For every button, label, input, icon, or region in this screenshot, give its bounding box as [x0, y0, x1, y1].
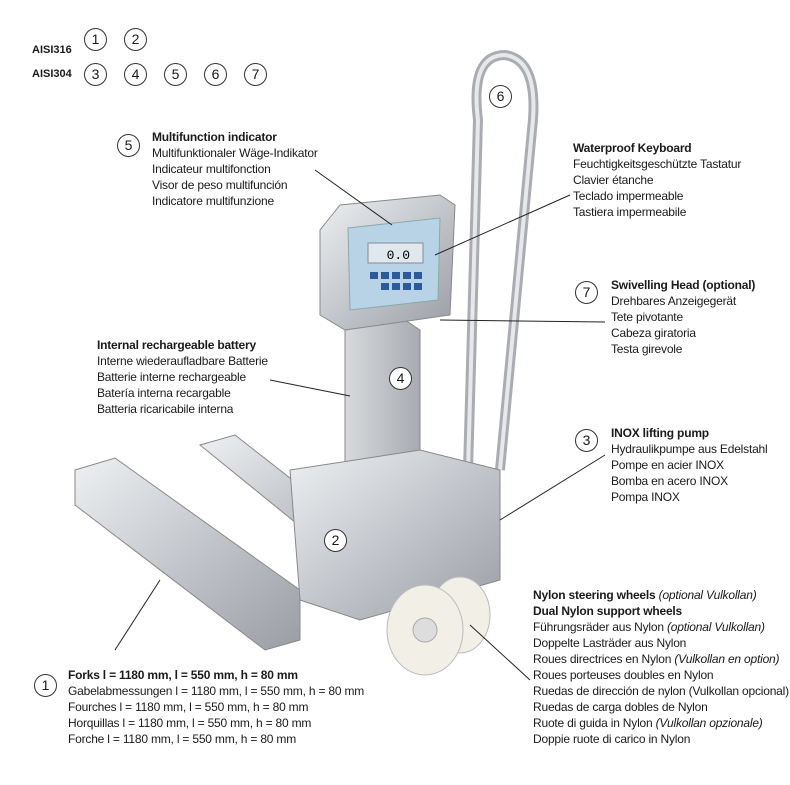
callout-line: Forche l = 1180 mm, l = 550 mm, h = 80 m… — [68, 732, 297, 746]
callout-line: Testa girevole — [611, 342, 683, 356]
callout-indicator: Multifunction indicator Multifunktionale… — [152, 129, 318, 209]
callout-line: Hydraulikpumpe aus Edelstahl — [611, 442, 768, 456]
callout-line: Multifunktionaler Wäge-Indikator — [152, 146, 318, 160]
callout-note: (Vulkollan opzionale) — [655, 716, 763, 730]
callout-line: Tastiera impermeabile — [573, 205, 687, 219]
callout-line: Bomba en acero INOX — [611, 474, 728, 488]
callout-forks: Forks l = 1180 mm, l = 550 mm, h = 80 mm… — [68, 667, 364, 747]
callout-pump: INOX lifting pump Hydraulikpumpe aus Ede… — [611, 425, 768, 505]
callout-line: Batería interna recargable — [97, 386, 231, 400]
head-number: 7 — [575, 281, 598, 304]
callout-line: Fourches l = 1180 mm, l = 550 mm, h = 80… — [68, 700, 309, 714]
callout-title: Multifunction indicator — [152, 130, 277, 144]
legend-number: 7 — [244, 63, 267, 86]
callout-line: Cabeza giratoria — [611, 326, 696, 340]
callout-line: Doppelte Lasträder aus Nylon — [533, 636, 687, 650]
callout-title: Swivelling Head (optional) — [611, 278, 756, 292]
callout-line: Horquillas l = 1180 mm, l = 550 mm, h = … — [68, 716, 312, 730]
legend-number: 6 — [204, 63, 227, 86]
callout-line: Doppie ruote di carico in Nylon — [533, 732, 691, 746]
callout-title: Waterproof Keyboard — [573, 141, 692, 155]
callout-head: Swivelling Head (optional) Drehbares Anz… — [611, 277, 755, 357]
pump-number: 3 — [575, 429, 598, 452]
callout-title: INOX lifting pump — [611, 426, 709, 440]
chassis — [289, 449, 501, 621]
callout-line: Gabelabmessungen l = 1180 mm, l = 550 mm… — [68, 684, 365, 698]
handle-number: 6 — [489, 85, 512, 108]
callout-line: Indicatore multifunzione — [152, 194, 274, 208]
callout-title: Dual Nylon support wheels — [533, 604, 683, 618]
callout-line: Tete pivotante — [611, 310, 683, 324]
callout-line: Pompa INOX — [611, 490, 680, 504]
callout-line: Teclado impermeable — [573, 189, 684, 203]
callout-note: (Vulkollan en option) — [674, 652, 780, 666]
callout-wheels: Nylon steering wheels (optional Vulkolla… — [533, 587, 789, 747]
callout-line: Clavier étanche — [573, 173, 654, 187]
callout-line: Führungsräder aus Nylon — [533, 620, 664, 634]
aisi316-label: AISI316 — [32, 44, 72, 56]
callout-title: Internal rechargeable battery — [97, 338, 256, 352]
handle — [463, 49, 539, 471]
callout-title: Nylon steering wheels — [533, 588, 656, 602]
callout-line: Visor de peso multifunción — [152, 178, 288, 192]
callout-note: (optional Vulkollan) — [658, 588, 757, 602]
legend-number: 2 — [124, 28, 147, 51]
callout-line: Ruote di guida in Nylon — [533, 716, 653, 730]
callout-line: Ruedas de carga dobles de Nylon — [533, 700, 708, 714]
frame-number: 2 — [324, 529, 347, 552]
aisi304-label: AISI304 — [32, 68, 72, 80]
leader-lines — [114, 169, 606, 681]
callout-line: Batteria ricaricabile interna — [97, 402, 234, 416]
callout-note: (optional Vulkollan) — [666, 620, 765, 634]
legend-number: 1 — [84, 28, 107, 51]
callout-line: Drehbares Anzeigegerät — [611, 294, 737, 308]
legend-number: 4 — [124, 63, 147, 86]
fork-left — [74, 457, 301, 651]
callout-title: Forks l = 1180 mm, l = 550 mm, h = 80 mm — [68, 668, 298, 682]
display-reading: 0.0 — [387, 248, 410, 263]
callout-line: Indicateur multifonction — [152, 162, 271, 176]
steering-wheels — [386, 576, 491, 676]
forks-number: 1 — [34, 674, 57, 697]
callout-line: Feuchtigkeitsgeschützte Tastatur — [573, 157, 742, 171]
callout-line: Roues porteuses doubles en Nylon — [533, 668, 714, 682]
callout-line: Batterie interne rechargeable — [97, 370, 246, 384]
callout-line: Ruedas de dirección de nylon (Vulkollan … — [533, 684, 789, 698]
legend-number: 3 — [84, 63, 107, 86]
indicator-head: 0.0 — [319, 194, 456, 331]
column-number: 4 — [389, 367, 412, 390]
callout-line: Interne wiederaufladbare Batterie — [97, 354, 268, 368]
indicator-number: 5 — [117, 134, 140, 157]
legend-number: 5 — [164, 63, 187, 86]
callout-keyboard: Waterproof Keyboard Feuchtigkeitsgeschüt… — [573, 140, 741, 220]
callout-line: Pompe en acier INOX — [611, 458, 724, 472]
callout-line: Roues directrices en Nylon — [533, 652, 672, 666]
callout-battery: Internal rechargeable battery Interne wi… — [97, 337, 268, 417]
